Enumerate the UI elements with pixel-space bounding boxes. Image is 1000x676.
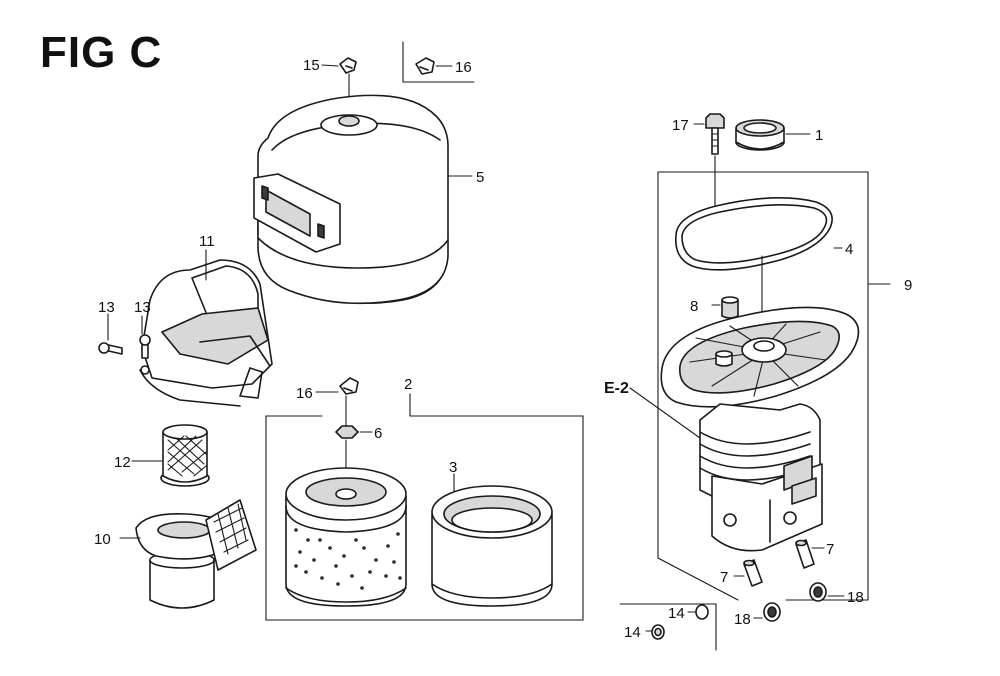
- callout-3: 3: [449, 459, 457, 476]
- part-17-bolt: [705, 113, 725, 155]
- callout-11: 11: [199, 233, 215, 250]
- callout-18a: 18: [847, 589, 864, 606]
- box-case-assy-left: [657, 171, 739, 601]
- callout-2: 2: [404, 376, 412, 393]
- part-2-paper-element: [285, 467, 407, 607]
- callout-9: 9: [904, 277, 912, 294]
- part-16-wing-nut-bracket: [402, 41, 475, 83]
- callout-7b: 7: [826, 541, 834, 558]
- part-15-wing-nut: [339, 57, 357, 74]
- part-1-ring: [735, 119, 785, 151]
- callout-8: 8: [690, 298, 698, 315]
- part-8-collar: [721, 296, 739, 319]
- part-13-bolts: [98, 334, 151, 359]
- part-7-tubes: [743, 539, 815, 587]
- part-12-screen: [160, 424, 210, 487]
- part-5-cover: [253, 94, 449, 305]
- callout-5: 5: [476, 169, 484, 186]
- callout-1: 1: [815, 127, 823, 144]
- box-case-assy-top: [657, 171, 869, 601]
- callout-16-top: 16: [455, 59, 472, 76]
- callout-labels: 15 16 5 11 13 13 12 10 2 16 6 3 17 1 4 9…: [94, 57, 912, 641]
- callout-12: 12: [114, 454, 131, 471]
- callout-13a: 13: [98, 299, 115, 316]
- callout-4: 4: [845, 241, 853, 258]
- callout-15: 15: [303, 57, 320, 74]
- element-pleat-dots: [294, 528, 402, 590]
- callout-16-box: 16: [296, 385, 313, 402]
- part-14-grommets: [651, 604, 709, 640]
- part-9-case: [660, 306, 860, 552]
- callout-e2: E-2: [604, 380, 629, 397]
- callout-18b: 18: [734, 611, 751, 628]
- callout-6: 6: [374, 425, 382, 442]
- callout-10: 10: [94, 531, 111, 548]
- part-3-foam-element: [431, 485, 553, 607]
- callout-13b: 13: [134, 299, 151, 316]
- figure-title: FIG C: [40, 28, 163, 77]
- callout-14b: 14: [624, 624, 641, 641]
- box-element-assy: [265, 415, 584, 621]
- callout-17: 17: [672, 117, 689, 134]
- part-11-elbow: [139, 259, 273, 407]
- part-18-grommets: [763, 582, 827, 622]
- part-16-wing-nut: [339, 377, 359, 395]
- box-part-14: [619, 603, 717, 651]
- part-6-nut: [335, 425, 359, 439]
- part-10-duct: [135, 499, 257, 609]
- leader-e2: [629, 387, 701, 439]
- callout-7a: 7: [720, 569, 728, 586]
- part-4-gasket: [675, 197, 833, 271]
- leader-15: [321, 64, 339, 67]
- callout-14a: 14: [668, 605, 685, 622]
